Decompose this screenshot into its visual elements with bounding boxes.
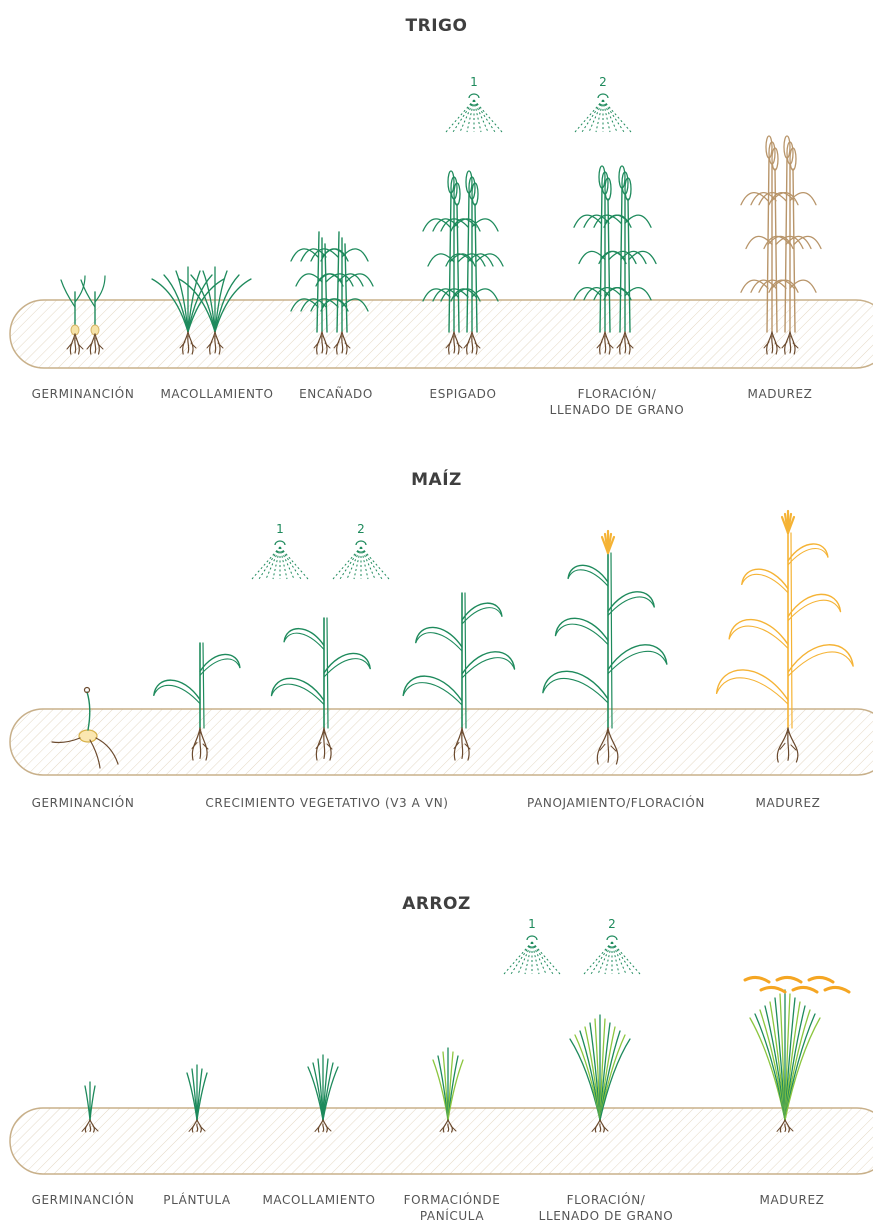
grain-panicle (793, 987, 817, 992)
spray-line (603, 100, 624, 132)
plant-stroke (611, 553, 612, 728)
spray-line (603, 100, 631, 132)
leaf (95, 276, 105, 302)
leaf (788, 652, 853, 676)
leaf (462, 658, 515, 678)
spray-line (252, 547, 280, 579)
trigo-spray-1-icon (446, 94, 502, 132)
spray-line (532, 942, 553, 974)
nozzle (607, 936, 617, 940)
leaf (543, 671, 608, 699)
maiz-soil-band (10, 709, 873, 775)
nozzle (356, 541, 366, 545)
leaf (416, 633, 462, 651)
plant-stroke (465, 593, 466, 728)
trigo-spray-2-icon (575, 94, 631, 132)
spray-line (474, 100, 488, 132)
grain-panicle (825, 987, 849, 992)
plants (52, 136, 853, 1132)
spray-line (361, 547, 375, 579)
spray-line (589, 100, 603, 132)
spray-line (474, 100, 495, 132)
spray-line (532, 942, 560, 974)
nozzle (469, 94, 479, 98)
leaf (608, 597, 654, 615)
spray-line (612, 942, 626, 974)
spray-line (532, 942, 546, 974)
grain-panicle (809, 977, 833, 982)
spray-line (340, 547, 361, 579)
spray-line (259, 547, 280, 579)
leaf (568, 570, 608, 586)
leaf (717, 670, 788, 700)
spray-icons (252, 94, 640, 974)
arroz-spray-1-icon (504, 936, 560, 974)
spray-line (575, 100, 603, 132)
leaf (788, 600, 841, 620)
grain-panicle (777, 977, 801, 982)
leaf (543, 678, 608, 702)
leaf (729, 626, 788, 648)
leaf (284, 633, 324, 649)
spray-line (347, 547, 361, 579)
leaf (462, 608, 502, 624)
spray-line (504, 942, 532, 974)
nozzle (275, 541, 285, 545)
spray-line (598, 942, 612, 974)
nozzle (598, 94, 608, 98)
leaf (75, 276, 85, 302)
spray-line (460, 100, 474, 132)
leaf (788, 548, 828, 564)
leaf (200, 659, 240, 675)
leaf (556, 624, 609, 644)
spray-line (511, 942, 532, 974)
spray-line (333, 547, 361, 579)
spray-line (361, 547, 382, 579)
seed (79, 730, 97, 742)
spray-line (603, 100, 617, 132)
trigo-soil-band (10, 300, 873, 368)
spray-line (582, 100, 603, 132)
leaf (717, 678, 788, 704)
grain-panicle (745, 977, 769, 982)
grain-panicle (761, 987, 785, 992)
spray-line (591, 942, 612, 974)
spray-line (474, 100, 502, 132)
spray-line (446, 100, 474, 132)
spray-line (266, 547, 280, 579)
spray-line (612, 942, 633, 974)
leaf (742, 574, 788, 592)
spray-line (612, 942, 640, 974)
spray-line (280, 547, 308, 579)
leaf (403, 683, 462, 705)
leaf (272, 684, 325, 704)
nozzle (527, 936, 537, 940)
spray-line (280, 547, 294, 579)
spray-line (518, 942, 532, 974)
maiz-spray-1-icon (252, 541, 308, 579)
leaf (324, 659, 370, 677)
leaf (154, 685, 200, 703)
maiz-spray-2-icon (333, 541, 389, 579)
spray-line (280, 547, 301, 579)
spray-line (453, 100, 474, 132)
leaf (608, 651, 667, 673)
arroz-soil-band (10, 1108, 873, 1174)
arroz-spray-2-icon (584, 936, 640, 974)
leaf (788, 645, 853, 673)
spray-line (361, 547, 389, 579)
spray-line (584, 942, 612, 974)
